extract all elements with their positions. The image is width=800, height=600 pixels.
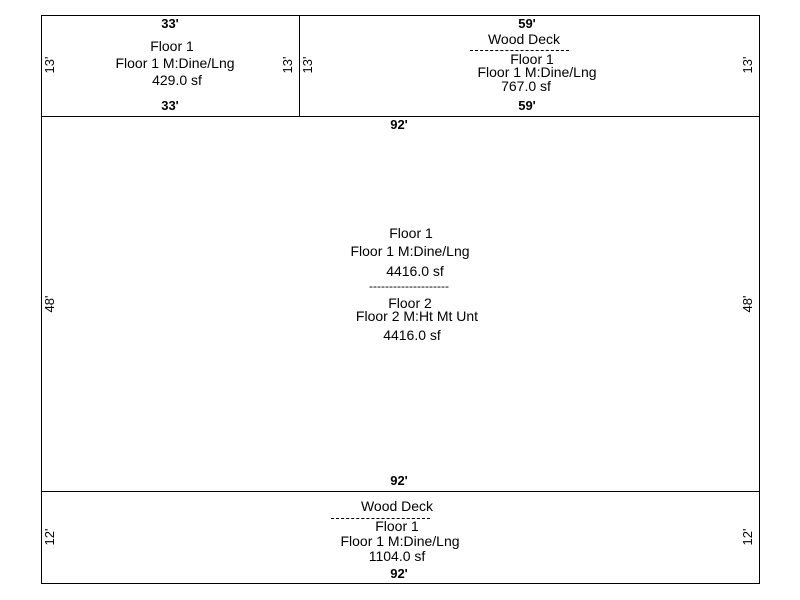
room4-bottom-dimension: 92' <box>390 566 408 581</box>
room3-floor2-area-label: 4416.0 sf <box>383 327 441 343</box>
room1-left-dimension: 13' <box>42 56 57 74</box>
room1-floor-label: Floor 1 <box>150 38 194 54</box>
room3-floor2-use-label: Floor 2 M:Ht Mt Unt <box>355 308 479 324</box>
room3-floor2-label: Floor 2 <box>388 295 432 311</box>
room1-right-dimension: 13' <box>280 56 295 74</box>
room3-floor1-use-label: Floor 1 M:Dine/Lng <box>350 243 470 259</box>
room3-top-dimension: 92' <box>390 117 408 132</box>
room2-separator <box>470 50 569 51</box>
room4-use-label: Floor 1 M:Dine/Lng <box>340 533 460 549</box>
room1-use-label: Floor 1 M:Dine/Lng <box>115 55 235 71</box>
room2-floor-label: Floor 1 <box>510 51 554 67</box>
room1-bottom-dimension: 33' <box>161 98 179 113</box>
room-wood-deck-767 <box>299 15 760 117</box>
room3-right-dimension: 48' <box>740 295 755 313</box>
room1-area-label: 429.0 sf <box>152 72 202 88</box>
room4-right-dimension: 12' <box>740 528 755 546</box>
room4-left-dimension: 12' <box>42 528 57 546</box>
room2-deck-label: Wood Deck <box>487 31 561 47</box>
room3-floor1-area-label: 4416.0 sf <box>386 263 444 279</box>
room-floor1-429 <box>41 15 300 117</box>
room3-bottom-dimension: 92' <box>390 473 408 488</box>
room4-floor-label: Floor 1 <box>375 518 419 534</box>
room3-floor1-label: Floor 1 <box>389 225 433 241</box>
room2-right-dimension: 13' <box>740 56 755 74</box>
room3-separator: -------------------- <box>369 279 449 293</box>
room2-area-label: 767.0 sf <box>501 78 551 94</box>
room4-deck-label: Wood Deck <box>360 498 434 514</box>
room2-top-dimension: 59' <box>518 16 536 31</box>
room1-top-dimension: 33' <box>161 16 179 31</box>
room4-separator <box>331 518 430 519</box>
room3-left-dimension: 48' <box>42 295 57 313</box>
room-wood-deck-1104 <box>41 491 760 584</box>
room2-bottom-dimension: 59' <box>518 98 536 113</box>
room2-left-dimension: 13' <box>300 56 315 74</box>
room4-area-label: 1104.0 sf <box>368 548 426 564</box>
room2-use-label: Floor 1 M:Dine/Lng <box>477 64 597 80</box>
room-main-4416 <box>41 116 760 492</box>
